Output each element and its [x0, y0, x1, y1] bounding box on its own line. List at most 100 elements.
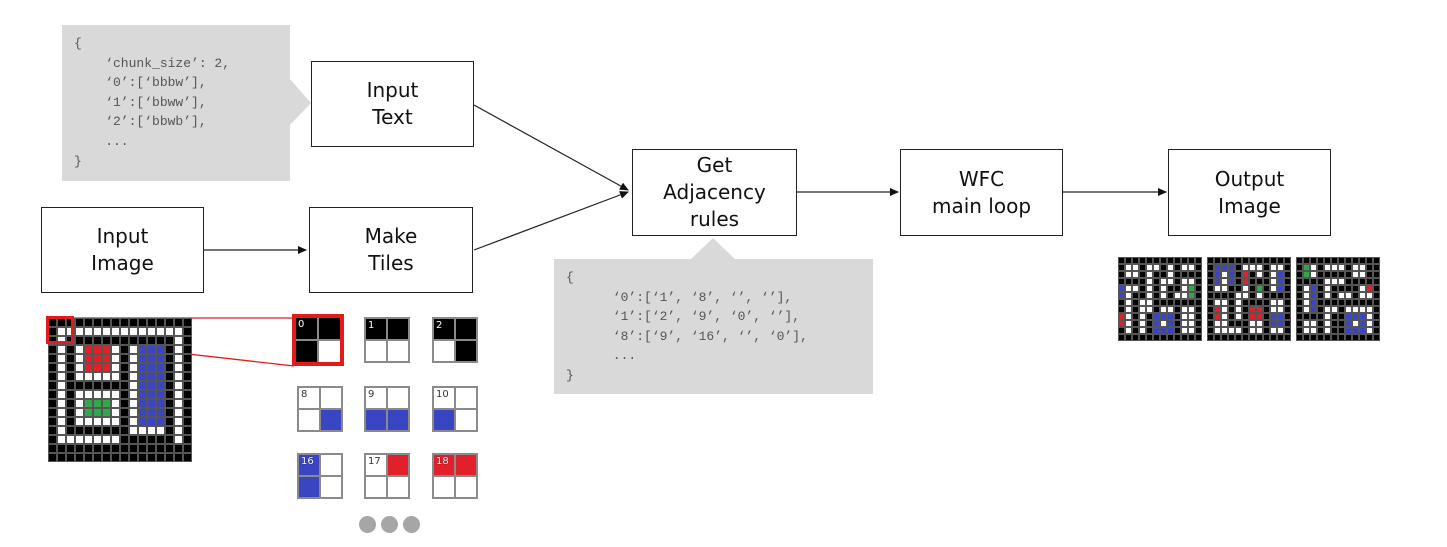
- pixel: [1118, 299, 1125, 306]
- pixel: [1277, 313, 1284, 320]
- pixel: [1228, 292, 1235, 299]
- pixel: [1284, 278, 1291, 285]
- pixel: [129, 354, 138, 363]
- pixel: [1270, 285, 1277, 292]
- pixel: [1188, 306, 1195, 313]
- pixel: [165, 354, 174, 363]
- tile-18: 18: [432, 453, 478, 499]
- pixel: [156, 426, 165, 435]
- pixel: [1263, 257, 1270, 264]
- pixel: [48, 345, 57, 354]
- pixel: [165, 408, 174, 417]
- pixel: [1146, 320, 1153, 327]
- pixel: [120, 372, 129, 381]
- tile-1-cell: [366, 319, 387, 340]
- pixel: [1270, 257, 1277, 264]
- pixel: [147, 444, 156, 453]
- pixel: [1324, 285, 1331, 292]
- pixel: [1125, 327, 1132, 334]
- pixel: [183, 453, 192, 462]
- tile-8-cell: [320, 409, 341, 430]
- tile-18-cell: [434, 455, 455, 476]
- pixel: [57, 363, 66, 372]
- pixel: [1228, 271, 1235, 278]
- pixel: [120, 399, 129, 408]
- tile-16-cell: [320, 476, 341, 497]
- pixel: [1195, 257, 1202, 264]
- pixel: [147, 318, 156, 327]
- pixel: [1146, 306, 1153, 313]
- pixel: [183, 372, 192, 381]
- pixel: [75, 372, 84, 381]
- pixel: [174, 444, 183, 453]
- pixel: [129, 390, 138, 399]
- pixel: [147, 390, 156, 399]
- tile-label: 8: [301, 389, 308, 400]
- pixel: [1345, 327, 1352, 334]
- pixel: [1214, 292, 1221, 299]
- pixel: [156, 381, 165, 390]
- pixel: [48, 381, 57, 390]
- pixel: [1153, 299, 1160, 306]
- pixel: [1324, 320, 1331, 327]
- pixel: [57, 408, 66, 417]
- pixel: [111, 399, 120, 408]
- pixel: [1277, 327, 1284, 334]
- pixel: [156, 354, 165, 363]
- pixel: [1317, 334, 1324, 341]
- pixel: [174, 381, 183, 390]
- pixel: [1228, 306, 1235, 313]
- pixel: [1221, 264, 1228, 271]
- pixel: [1228, 320, 1235, 327]
- pixel: [183, 426, 192, 435]
- pixel: [1331, 285, 1338, 292]
- pixel: [93, 318, 102, 327]
- pixel: [48, 444, 57, 453]
- pixel: [111, 390, 120, 399]
- pixel: [1296, 306, 1303, 313]
- pixel: [102, 426, 111, 435]
- pixel: [1174, 334, 1181, 341]
- tile-17-cell: [387, 476, 408, 497]
- pixel: [165, 381, 174, 390]
- pixel: [1256, 264, 1263, 271]
- pixel: [1207, 334, 1214, 341]
- pixel: [1207, 327, 1214, 334]
- pixel: [1195, 299, 1202, 306]
- tile-2-cell: [455, 340, 476, 361]
- pixel: [1242, 320, 1249, 327]
- tile-1-cell: [366, 340, 387, 361]
- pixel: [147, 435, 156, 444]
- pixel: [1366, 306, 1373, 313]
- pixel: [111, 417, 120, 426]
- pixel: [1324, 292, 1331, 299]
- pixel: [1249, 334, 1256, 341]
- pixel: [147, 417, 156, 426]
- tile-label: 16: [301, 456, 314, 467]
- pixel: [1181, 313, 1188, 320]
- pixel: [48, 453, 57, 462]
- tile-10-cell: [434, 388, 455, 409]
- tile-gridline: [434, 339, 476, 341]
- pixel: [1139, 320, 1146, 327]
- pixel: [1181, 285, 1188, 292]
- pixel: [1242, 271, 1249, 278]
- pixel: [1118, 327, 1125, 334]
- pixel: [1167, 334, 1174, 341]
- pixel: [1146, 278, 1153, 285]
- pixel: [102, 372, 111, 381]
- pixel: [1235, 257, 1242, 264]
- pixel: [84, 336, 93, 345]
- pixel: [1359, 327, 1366, 334]
- pixel: [120, 354, 129, 363]
- pixel: [1324, 271, 1331, 278]
- pixel: [1125, 285, 1132, 292]
- pixel: [1249, 271, 1256, 278]
- pixel: [1296, 299, 1303, 306]
- pixel: [111, 435, 120, 444]
- pixel: [1174, 278, 1181, 285]
- pixel: [1303, 320, 1310, 327]
- pixel: [1277, 320, 1284, 327]
- pixel: [1345, 257, 1352, 264]
- pixel: [1303, 306, 1310, 313]
